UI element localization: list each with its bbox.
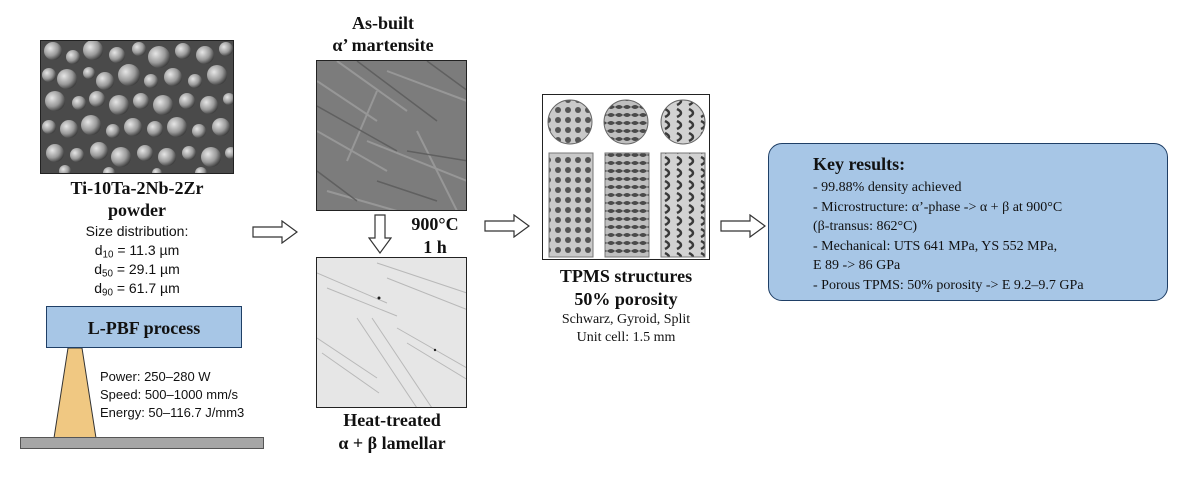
tpms-unit-cell: Unit cell: 1.5 mm <box>576 330 676 345</box>
asbuilt-micrograph <box>316 60 467 211</box>
martensite-texture-icon <box>317 61 466 210</box>
key-results-title: Key results: <box>813 154 906 174</box>
right-hollow-arrow-icon <box>720 214 766 238</box>
powder-label: powder <box>108 200 166 220</box>
heattreated-phase: α + β lamellar <box>338 433 446 453</box>
size-distribution-label: Size distribution: <box>85 223 189 239</box>
tpms-porosity: 50% porosity <box>574 289 678 309</box>
result-item: - Microstructure: α’-phase -> α + β at 9… <box>813 199 1063 215</box>
build-plate <box>20 437 264 449</box>
result-item: - Porous TPMS: 50% porosity -> E 9.2–9.7… <box>813 277 1084 293</box>
laser-beam-icon <box>53 348 97 439</box>
down-hollow-arrow-icon <box>368 214 392 254</box>
powder-particles-icon <box>41 41 233 173</box>
lpbf-process-box: L-PBF process <box>46 306 242 348</box>
result-item: - 99.88% density achieved <box>813 180 962 195</box>
speed-param: Speed: 500–1000 mm/s <box>100 387 239 402</box>
key-results-box: Key results: - 99.88% density achieved -… <box>768 143 1168 301</box>
heat-temperature: 900°C <box>411 214 459 234</box>
d10-value: d10 = 11.3 µm <box>94 242 180 261</box>
tpms-types: Schwarz, Gyroid, Split <box>561 312 691 327</box>
result-item: (β-transus: 862°C) <box>813 219 918 234</box>
d90-value: d90 = 61.7 µm <box>94 280 180 299</box>
powder-sem-image <box>40 40 234 174</box>
lpbf-process-title: L-PBF process <box>87 318 201 338</box>
alloy-name: Ti-10Ta-2Nb-2Zr <box>70 178 204 198</box>
lamellar-texture-icon <box>317 258 466 407</box>
asbuilt-phase: α’ martensite <box>332 35 434 55</box>
heattreated-micrograph <box>316 257 467 408</box>
tpms-lattice-icon <box>547 99 706 258</box>
energy-param: Energy: 50–116.7 J/mm3 <box>100 405 245 420</box>
heattreated-title: Heat-treated <box>343 410 441 430</box>
power-param: Power: 250–280 W <box>100 369 211 384</box>
key-results-list: - 99.88% density achieved - Microstructu… <box>813 178 1084 295</box>
tpms-structures-image <box>542 94 710 260</box>
right-hollow-arrow-icon <box>484 214 530 238</box>
result-item: - Mechanical: UTS 641 MPa, YS 552 MPa, <box>813 238 1058 254</box>
heat-duration: 1 h <box>423 237 447 257</box>
right-hollow-arrow-icon <box>252 220 298 244</box>
asbuilt-title: As-built <box>351 13 414 33</box>
tpms-title: TPMS structures <box>559 266 693 286</box>
d50-value: d50 = 29.1 µm <box>94 261 180 280</box>
result-item: E 89 -> 86 GPa <box>813 258 901 273</box>
